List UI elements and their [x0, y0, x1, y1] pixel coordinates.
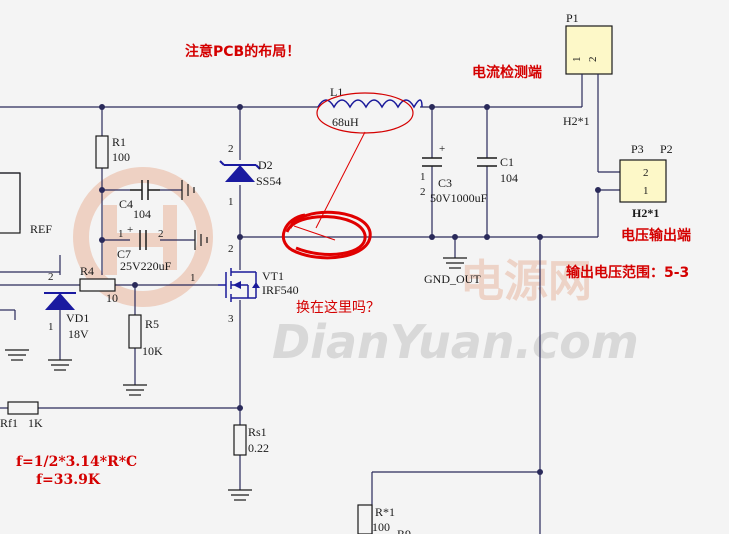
- c7-plus-icon: +: [127, 224, 133, 236]
- c3-pin1: 1: [420, 171, 426, 183]
- c3-pin2: 2: [420, 186, 426, 198]
- p3-ref: P3: [631, 142, 644, 156]
- vd1-pin1: 1: [48, 321, 54, 333]
- c4-value: 104: [133, 207, 151, 221]
- capacitor-c7: [139, 230, 147, 250]
- rstar-value: 100: [372, 520, 390, 534]
- zener-vd1: [44, 292, 76, 310]
- c3-plus-icon: +: [439, 143, 445, 155]
- diode-d2: [219, 160, 261, 182]
- inductor-l1: [317, 99, 423, 109]
- formula-line1: f=1/2*3.14*R*C: [16, 454, 137, 470]
- gnd-out-label: GND_OUT: [424, 272, 481, 286]
- p3-label: 电压输出端: [621, 227, 691, 244]
- c3-value: 50V1000uF: [430, 191, 488, 205]
- vt1-value: IRF540: [262, 283, 299, 297]
- ground-left-icon: [5, 349, 29, 361]
- d2-value: SS54: [256, 174, 281, 188]
- p1-label: 电流检测端: [472, 64, 542, 81]
- connector-p1: [565, 25, 613, 75]
- p3-pin1: 1: [643, 185, 649, 197]
- junctions: [99, 104, 601, 475]
- watermark-en: DianYuan.com: [272, 315, 639, 369]
- resistor-rs1: [233, 424, 247, 456]
- c3-ref: C3: [438, 176, 452, 190]
- c7-pin2: 2: [158, 228, 164, 240]
- c7-ref: C7: [117, 247, 131, 261]
- c4-ref: C4: [119, 197, 133, 211]
- vt1-pin1: 1: [190, 272, 196, 284]
- vt1-body-diode-icon: [252, 282, 260, 288]
- ground-c4-icon: [181, 180, 195, 200]
- ground-out-icon: [443, 257, 467, 269]
- l1-highlight-ellipse: [316, 92, 414, 134]
- output-range-label: 输出电压范围：5-3: [566, 264, 689, 281]
- d2-pin2: 2: [228, 143, 234, 155]
- partial-r-label: R9: [397, 527, 411, 534]
- resistor-r5: [128, 314, 142, 349]
- vd1-ref: VD1: [66, 311, 89, 325]
- ground-vd1-icon: [48, 359, 72, 371]
- ref-label: REF: [30, 222, 52, 236]
- c7-value: 25V220uF: [120, 259, 172, 273]
- watermark: 电源网 DianYuan.com: [73, 167, 639, 369]
- vt1-ref: VT1: [262, 269, 284, 283]
- rf1-ref: Rf1: [0, 416, 18, 430]
- capacitor-c3: [422, 157, 442, 167]
- c7-pin1: 1: [118, 228, 124, 240]
- c1-ref: C1: [500, 155, 514, 169]
- red-arrow-lines: [293, 131, 366, 241]
- l1-value: 68uH: [332, 115, 359, 129]
- watermark-cn: 电源网: [460, 256, 592, 307]
- resistor-r1: [95, 135, 109, 169]
- p1-header: H2*1: [563, 114, 590, 128]
- ground-c7-icon: [194, 230, 208, 250]
- annotation-question: 换在这里吗？: [296, 299, 380, 316]
- rf1-value: 1K: [28, 416, 43, 430]
- rs1-ref: Rs1: [248, 425, 267, 439]
- d2-ref: D2: [258, 158, 273, 172]
- vd1-value: 18V: [68, 327, 89, 341]
- title-note: 注意PCB的布局！: [185, 43, 300, 60]
- rs1-value: 0.22: [248, 441, 269, 455]
- vt1-pin3: 3: [228, 313, 234, 325]
- resistor-r4: [79, 278, 116, 292]
- vt1-pin2: 2: [228, 243, 234, 255]
- p3-pin2: 2: [643, 167, 649, 179]
- rstar-ref: R*1: [375, 505, 395, 519]
- r4-ref: R4: [80, 264, 94, 278]
- r5-value: 10K: [142, 344, 163, 358]
- ground-rs1-icon: [228, 489, 252, 501]
- d2-pin1: 1: [228, 196, 234, 208]
- p1-pin2: 2: [587, 57, 599, 63]
- p3-header: H2*1: [632, 206, 659, 220]
- capacitor-c4: [130, 180, 160, 200]
- ground-r5-icon: [123, 384, 147, 396]
- p1-pin1: 1: [571, 57, 583, 63]
- r1-value: 100: [112, 150, 130, 164]
- resistor-rstar: [357, 504, 373, 534]
- r1-ref: R1: [112, 135, 126, 149]
- p1-ref: P1: [566, 11, 579, 25]
- capacitor-c1: [477, 157, 497, 167]
- connector-p3: [619, 159, 667, 203]
- r4-value: 10: [106, 291, 118, 305]
- resistor-rf1: [7, 401, 39, 415]
- c1-value: 104: [500, 171, 518, 185]
- vd1-pin2: 2: [48, 271, 54, 283]
- ref-block: [0, 172, 21, 234]
- red-annotation-circle: [281, 210, 372, 260]
- formula-line2: f=33.9K: [36, 472, 101, 488]
- vt1-arrow-icon: [233, 281, 241, 289]
- r5-ref: R5: [145, 317, 159, 331]
- p3-ref2: P2: [660, 142, 673, 156]
